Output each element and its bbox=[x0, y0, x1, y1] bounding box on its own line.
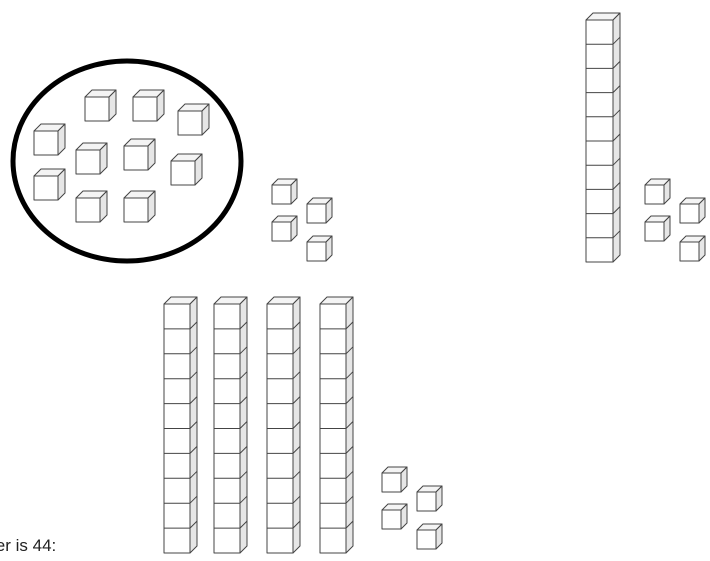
unit-cube bbox=[307, 236, 332, 261]
unit-cube bbox=[124, 191, 155, 222]
unit-cube bbox=[133, 90, 164, 121]
unit-cube bbox=[417, 524, 442, 549]
unit-cube bbox=[645, 179, 670, 204]
unit-cube bbox=[382, 467, 407, 492]
unit-cube bbox=[85, 90, 116, 121]
unit-cube bbox=[76, 191, 107, 222]
unit-cube bbox=[272, 216, 297, 241]
four-ten-rods bbox=[164, 297, 353, 553]
unit-cube bbox=[417, 486, 442, 511]
unit-cube bbox=[382, 504, 407, 529]
unit-cube bbox=[76, 143, 107, 174]
four-ones-group-top bbox=[272, 179, 332, 261]
four-ones-group-right bbox=[645, 179, 705, 261]
unit-cube bbox=[680, 198, 705, 223]
unit-cube bbox=[124, 139, 155, 170]
ten-rod bbox=[586, 13, 620, 262]
unit-cube bbox=[272, 179, 297, 204]
single-ten-rod bbox=[586, 13, 620, 262]
unit-cube bbox=[645, 216, 670, 241]
unit-cube bbox=[307, 198, 332, 223]
answer-caption: swer is 44: bbox=[0, 536, 56, 556]
unit-cube bbox=[178, 104, 209, 135]
ten-rod bbox=[214, 297, 247, 553]
unit-cube bbox=[171, 154, 202, 185]
ten-rod bbox=[320, 297, 353, 553]
unit-cube bbox=[680, 236, 705, 261]
unit-cube bbox=[34, 124, 65, 155]
circled-ten-ones bbox=[34, 90, 209, 222]
unit-cube bbox=[34, 169, 65, 200]
ten-rod bbox=[267, 297, 300, 553]
ten-rod bbox=[164, 297, 197, 553]
four-ones-group-bottom bbox=[382, 467, 442, 549]
